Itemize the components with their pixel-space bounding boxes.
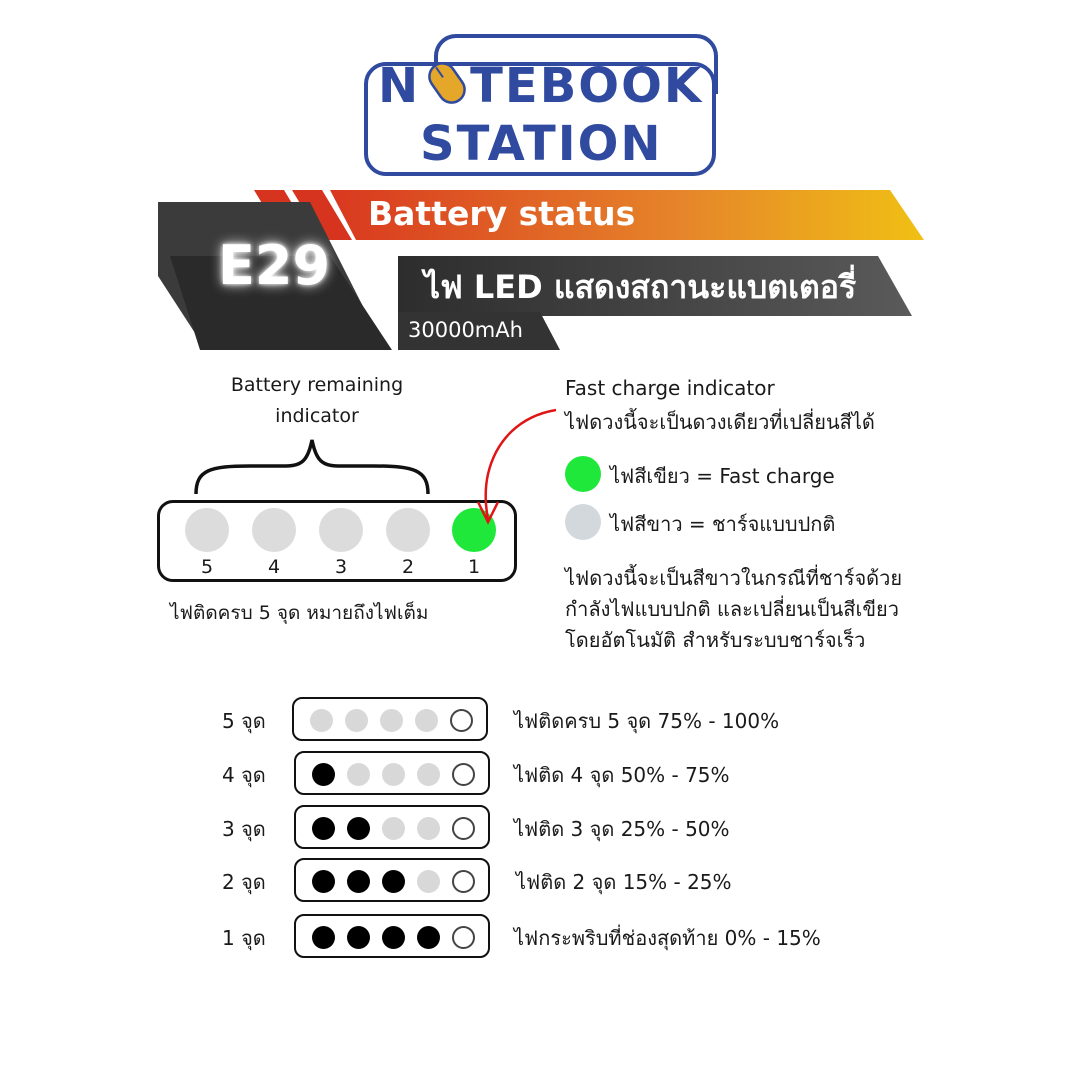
level-label: 1 จุด (222, 926, 266, 950)
level-led-dot (312, 763, 335, 786)
logo-line-2: STATION (420, 116, 663, 172)
led-dot-2 (386, 508, 430, 552)
banner-graphic (158, 190, 924, 350)
led-number: 3 (334, 556, 348, 578)
level-led-dot (417, 870, 440, 893)
level-led-dot (452, 817, 475, 840)
fast-charge-title: Fast charge indicator (565, 376, 775, 400)
level-led-dot (382, 926, 405, 949)
level-led-dot (310, 709, 333, 732)
level-label: 5 จุด (222, 709, 266, 733)
level-led-dot (415, 709, 438, 732)
curly-brace (194, 439, 430, 495)
level-led-dot (312, 870, 335, 893)
white-dot-icon (565, 504, 601, 540)
battery-capacity: 30000mAh (408, 318, 523, 342)
battery-led-strip (157, 500, 517, 582)
level-description: ไฟติด 2 จุด 15% - 25% (516, 870, 732, 894)
description-line: กำลังไฟแบบปกติ และเปลี่ยนเป็นสีเขียว (565, 597, 899, 621)
remaining-label-line-2: indicator (275, 405, 359, 427)
battery-remaining-label: Battery remaining indicator (200, 370, 434, 432)
led-dot-5 (185, 508, 229, 552)
description-line: โดยอัตโนมัติ สำหรับระบบชาร์จเร็ว (565, 628, 866, 652)
full-charge-note: ไฟติดครบ 5 จุด หมายถึงไฟเต็ม (170, 602, 429, 624)
level-led-dot (312, 817, 335, 840)
model-code: E29 (218, 234, 331, 297)
level-led-dot (347, 870, 370, 893)
level-led-strip (294, 805, 490, 849)
led-number: 1 (467, 556, 481, 578)
level-led-strip (292, 697, 488, 741)
level-led-dot (417, 817, 440, 840)
level-led-dot (452, 926, 475, 949)
banner-title: Battery status (368, 194, 636, 233)
level-led-dot (382, 870, 405, 893)
level-led-dot (417, 763, 440, 786)
level-led-dot (382, 763, 405, 786)
logo-frame (364, 62, 716, 176)
led-dot-4 (252, 508, 296, 552)
level-label: 2 จุด (222, 870, 266, 894)
level-led-dot (382, 817, 405, 840)
level-led-dot (452, 763, 475, 786)
banner-subtitle: ไฟ LED แสดงสถานะแบตเตอรี่ (424, 268, 857, 306)
fast-charge-subtitle: ไฟดวงนี้จะเป็นดวงเดียวที่เปลี่ยนสีได้ (565, 410, 875, 434)
level-led-dot (345, 709, 368, 732)
level-label: 4 จุด (222, 763, 266, 787)
level-led-strip (294, 914, 490, 958)
description-line: ไฟดวงนี้จะเป็นสีขาวในกรณีที่ชาร์จด้วย (565, 566, 903, 590)
logo-word-tebook: TEBOOK (470, 58, 704, 114)
level-led-dot (417, 926, 440, 949)
logo-line-1: N TEBOOK (378, 58, 703, 114)
remaining-label-line-1: Battery remaining (230, 374, 404, 396)
led-dot-1-fast-charge (452, 508, 496, 552)
legend-white-text: ไฟสีขาว = ชาร์จแบบปกติ (610, 512, 836, 536)
level-led-dot (380, 709, 403, 732)
logo-letter-n: N (378, 58, 421, 114)
level-description: ไฟติด 4 จุด 50% - 75% (514, 763, 730, 787)
level-led-dot (347, 926, 370, 949)
mouse-icon (428, 62, 466, 104)
level-led-strip (294, 858, 490, 902)
level-led-dot (347, 763, 370, 786)
legend-green-text: ไฟสีเขียว = Fast charge (610, 464, 835, 488)
level-led-dot (347, 817, 370, 840)
led-number: 5 (200, 556, 214, 578)
level-led-strip (294, 751, 490, 795)
level-description: ไฟติด 3 จุด 25% - 50% (514, 817, 730, 841)
level-label: 3 จุด (222, 817, 266, 841)
led-number: 2 (401, 556, 415, 578)
level-led-dot (312, 926, 335, 949)
level-description: ไฟติดครบ 5 จุด 75% - 100% (514, 709, 780, 733)
level-led-dot (450, 709, 473, 732)
green-dot-icon (565, 456, 601, 492)
led-dot-3 (319, 508, 363, 552)
level-led-dot (452, 870, 475, 893)
level-description: ไฟกระพริบที่ช่องสุดท้าย 0% - 15% (514, 926, 821, 950)
arrow-icon (476, 408, 557, 525)
led-number: 4 (267, 556, 281, 578)
